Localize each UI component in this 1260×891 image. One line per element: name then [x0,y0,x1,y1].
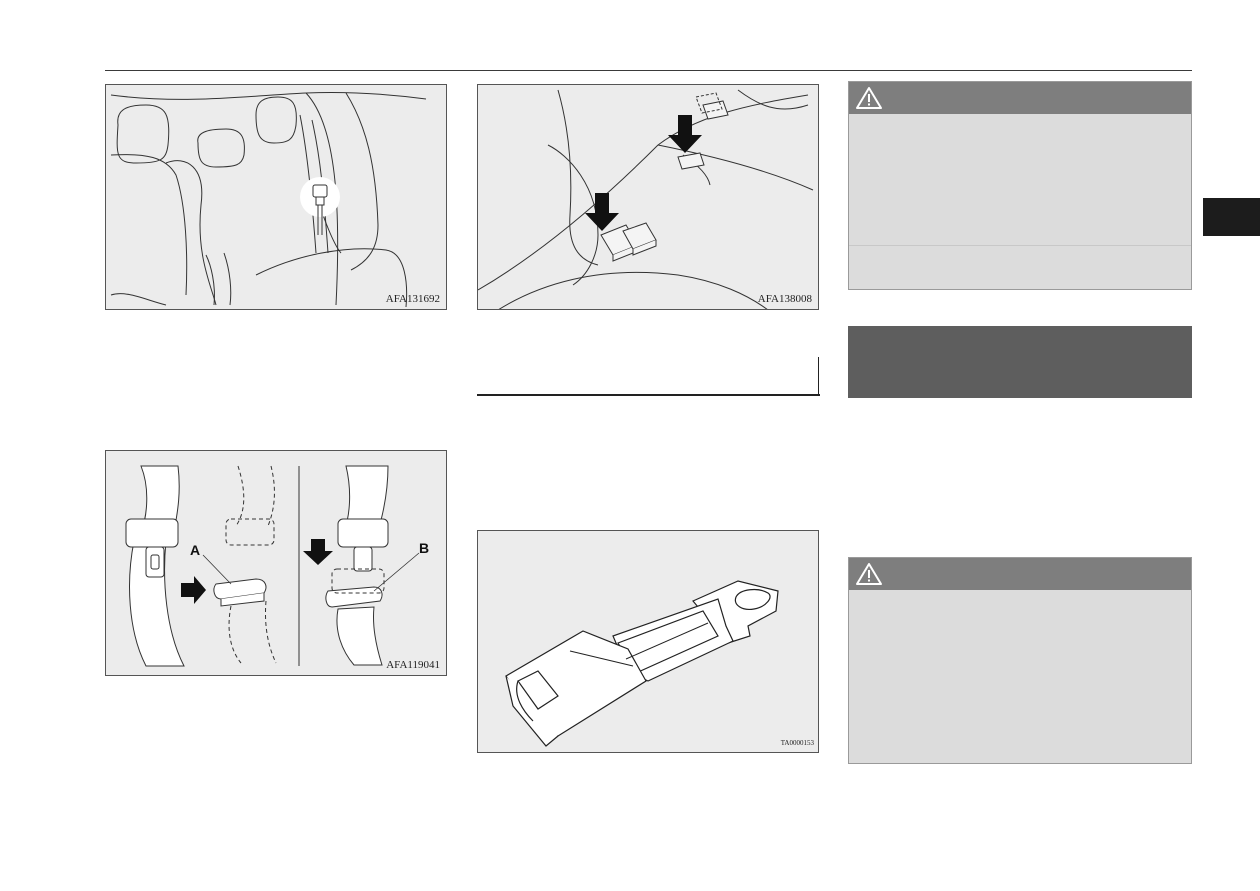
section-header-box [848,326,1192,398]
belt-stopper-illustration: A B [125,465,429,667]
section-heading-rule [477,394,820,396]
warning-header [849,558,1191,590]
figure-rear-seat-anchor: AFA131692 [105,84,447,310]
figure-code: TA0000153 [780,739,814,747]
warning-triangle-icon [856,87,882,109]
warning-box-upper [848,81,1192,290]
section-heading-tick [818,357,819,395]
figure-belt-extender: TA0000153 [477,530,819,753]
figure-code: AFA119041 [386,659,440,671]
warning-header [849,82,1191,114]
figure-belt-stopper: A B AFA119041 [105,450,447,676]
floor-buckles-illustration [478,89,814,309]
callout-a-label: A [190,542,200,558]
callout-b-label: B [419,540,429,556]
figure-floor-buckles: AFA138008 [477,84,819,310]
warning-triangle-icon [856,563,882,585]
page-top-rule [105,70,1192,71]
warning-divider [849,245,1191,246]
rear-seat-illustration [110,91,427,308]
belt-extender-illustration [505,580,779,747]
figure-code: AFA138008 [757,293,812,305]
chapter-thumb-tab [1203,198,1260,236]
warning-box-lower [848,557,1192,764]
figure-code: AFA131692 [385,293,440,305]
